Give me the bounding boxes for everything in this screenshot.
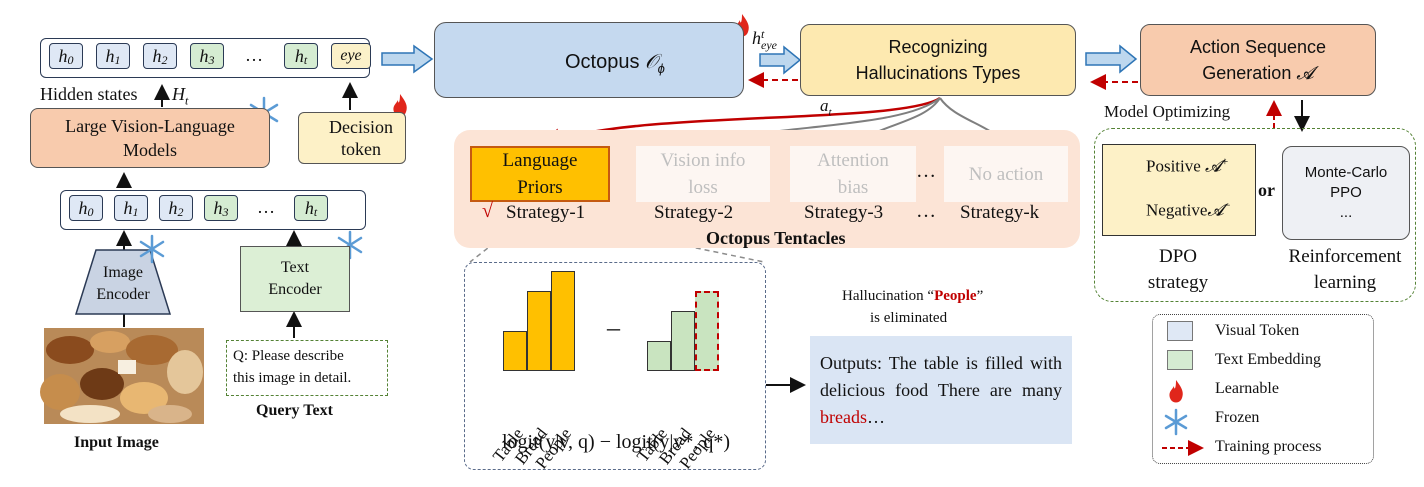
decision-token-box: Decision token (298, 112, 406, 164)
hidden-state-token-6: eye (331, 43, 371, 69)
legend-swatch (1167, 350, 1193, 370)
legend-item-1: Text Embedding (1167, 350, 1321, 370)
monte-carlo-box: Monte-Carlo PPO ... (1282, 146, 1410, 240)
strategy-label-1: Strategy-1 (506, 202, 586, 223)
legend-item-4: Training process (1167, 437, 1322, 457)
hidden-state-ellipsis: … (245, 45, 263, 65)
strategy-box-4: No action (944, 146, 1068, 202)
bar-bread-0 (527, 291, 551, 371)
hidden-states-label: Hidden states (40, 84, 138, 104)
strategy-label-2: Strategy-2 (654, 202, 734, 223)
text-encoder-box: Text Encoder (240, 246, 350, 312)
legend-label: Training process (1215, 438, 1322, 455)
chart-minus-sign: – (607, 313, 620, 342)
lvlm-box: Large Vision-Language Models (30, 108, 270, 168)
legend-label: Text Embedding (1215, 351, 1321, 368)
selected-check-icon: √ (482, 200, 493, 222)
logit-formula: logit(y|v, q) − logit(y|v*, q*) (502, 431, 730, 453)
bar-people-0 (551, 271, 575, 371)
flame-icon-legend (1169, 380, 1183, 403)
block-arrow-recognize-to-action (1085, 44, 1138, 74)
legend-label: Visual Token (1215, 322, 1300, 339)
hidden-states-symbol: Ht (172, 84, 189, 108)
legend-label: Learnable (1215, 380, 1279, 397)
recognize-hallucination-box: Recognizing Hallucinations Types (800, 24, 1076, 96)
outputs-box: Outputs: The table is filled with delici… (810, 336, 1072, 444)
octopus-tentacles-title: Octopus Tentacles (706, 228, 846, 248)
strategy-ellipsis-bottom: … (916, 200, 936, 222)
input-image-caption: Input Image (74, 434, 159, 451)
image-encoder-shape (74, 249, 172, 315)
dpo-strategy-caption: DPO strategy (1147, 246, 1209, 293)
strategy-label-4: Strategy-k (960, 202, 1040, 223)
eliminated-caption: is eliminated (870, 310, 948, 326)
snowflake-icon-image-encoder (139, 234, 165, 264)
strategy-ellipsis-top: … (916, 160, 936, 182)
image-encoder-label: Image Encoder (96, 264, 150, 303)
dpo-box (1102, 144, 1256, 236)
model-optimizing-label: Model Optimizing (1104, 102, 1231, 121)
negative-label: Negative𝓐− (1146, 198, 1231, 221)
block-arrow-octopus-to-recognize (759, 45, 802, 75)
action-sequence-box: Action Sequence Generation 𝓐 (1140, 24, 1376, 96)
octopus-box: Octopus 𝒪ϕ (434, 22, 744, 98)
positive-label: Positive 𝓐+ (1146, 154, 1229, 177)
dashed-red-arrow (1167, 437, 1193, 457)
bar-bread-1 (671, 311, 695, 371)
legend-item-2: Learnable (1167, 379, 1279, 399)
bar-table-0 (503, 331, 527, 371)
input-image-photo (40, 328, 204, 424)
or-label: or (1258, 180, 1275, 200)
optimization-panel (1094, 128, 1416, 302)
input-ellipsis: … (257, 197, 275, 217)
bar-table-1 (647, 341, 671, 371)
block-arrow-hidden-to-octopus (381, 44, 434, 74)
bar-people-1 (695, 291, 719, 371)
flame-icon-decision (393, 94, 407, 117)
legend-label: Frozen (1215, 409, 1260, 426)
legend-swatch (1167, 321, 1193, 341)
query-text-caption: Query Text (256, 402, 333, 419)
snowflake-icon (1167, 408, 1193, 428)
query-text-box: Q: Please describe this image in detail. (226, 340, 388, 396)
snowflake-icon-legend (1164, 408, 1188, 436)
hallucination-caption: Hallucination “People” (842, 288, 984, 304)
rl-caption: Reinforcement learning (1288, 246, 1402, 293)
legend-item-0: Visual Token (1167, 321, 1299, 341)
a-t-label: at (820, 96, 832, 119)
octopus-title: Octopus 𝒪ϕ (565, 49, 665, 76)
legend-item-3: Frozen (1167, 408, 1259, 428)
strategy-label-3: Strategy-3 (804, 202, 884, 223)
flame-icon (1167, 379, 1193, 399)
